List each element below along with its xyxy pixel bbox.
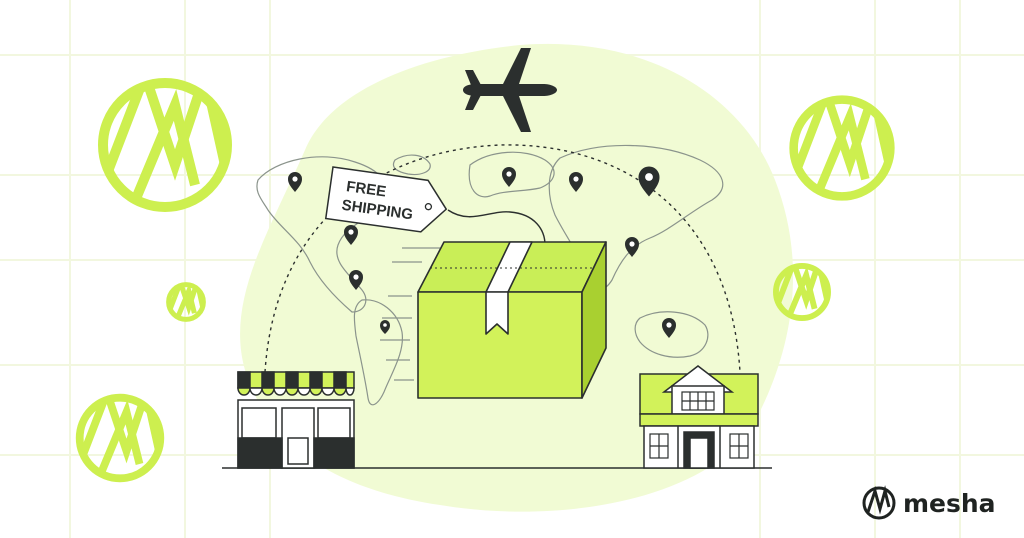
decorative-circle-left-bottom	[75, 393, 165, 483]
brand-name: mesha	[903, 489, 996, 518]
location-pin-icon	[288, 166, 676, 338]
tag-string	[447, 209, 546, 246]
world-map	[256, 144, 724, 406]
tag-line-1: FREE	[345, 178, 387, 200]
decorative-circle-right-small	[773, 263, 831, 321]
airplane-icon	[463, 48, 557, 132]
decorative-circle-left-small	[166, 282, 206, 322]
motion-lines	[380, 247, 440, 381]
decorative-circle-large-left	[98, 78, 232, 212]
parcel-box-icon	[417, 241, 607, 399]
mesha-logo: mesha	[862, 485, 996, 520]
storefront-icon	[237, 371, 355, 469]
house-icon	[639, 365, 759, 469]
free-shipping-tag: FREE SHIPPING	[324, 166, 448, 233]
mesha-logo-icon	[862, 485, 896, 520]
shipping-route-arc	[264, 144, 741, 373]
decorative-circle-right-top	[789, 95, 895, 201]
